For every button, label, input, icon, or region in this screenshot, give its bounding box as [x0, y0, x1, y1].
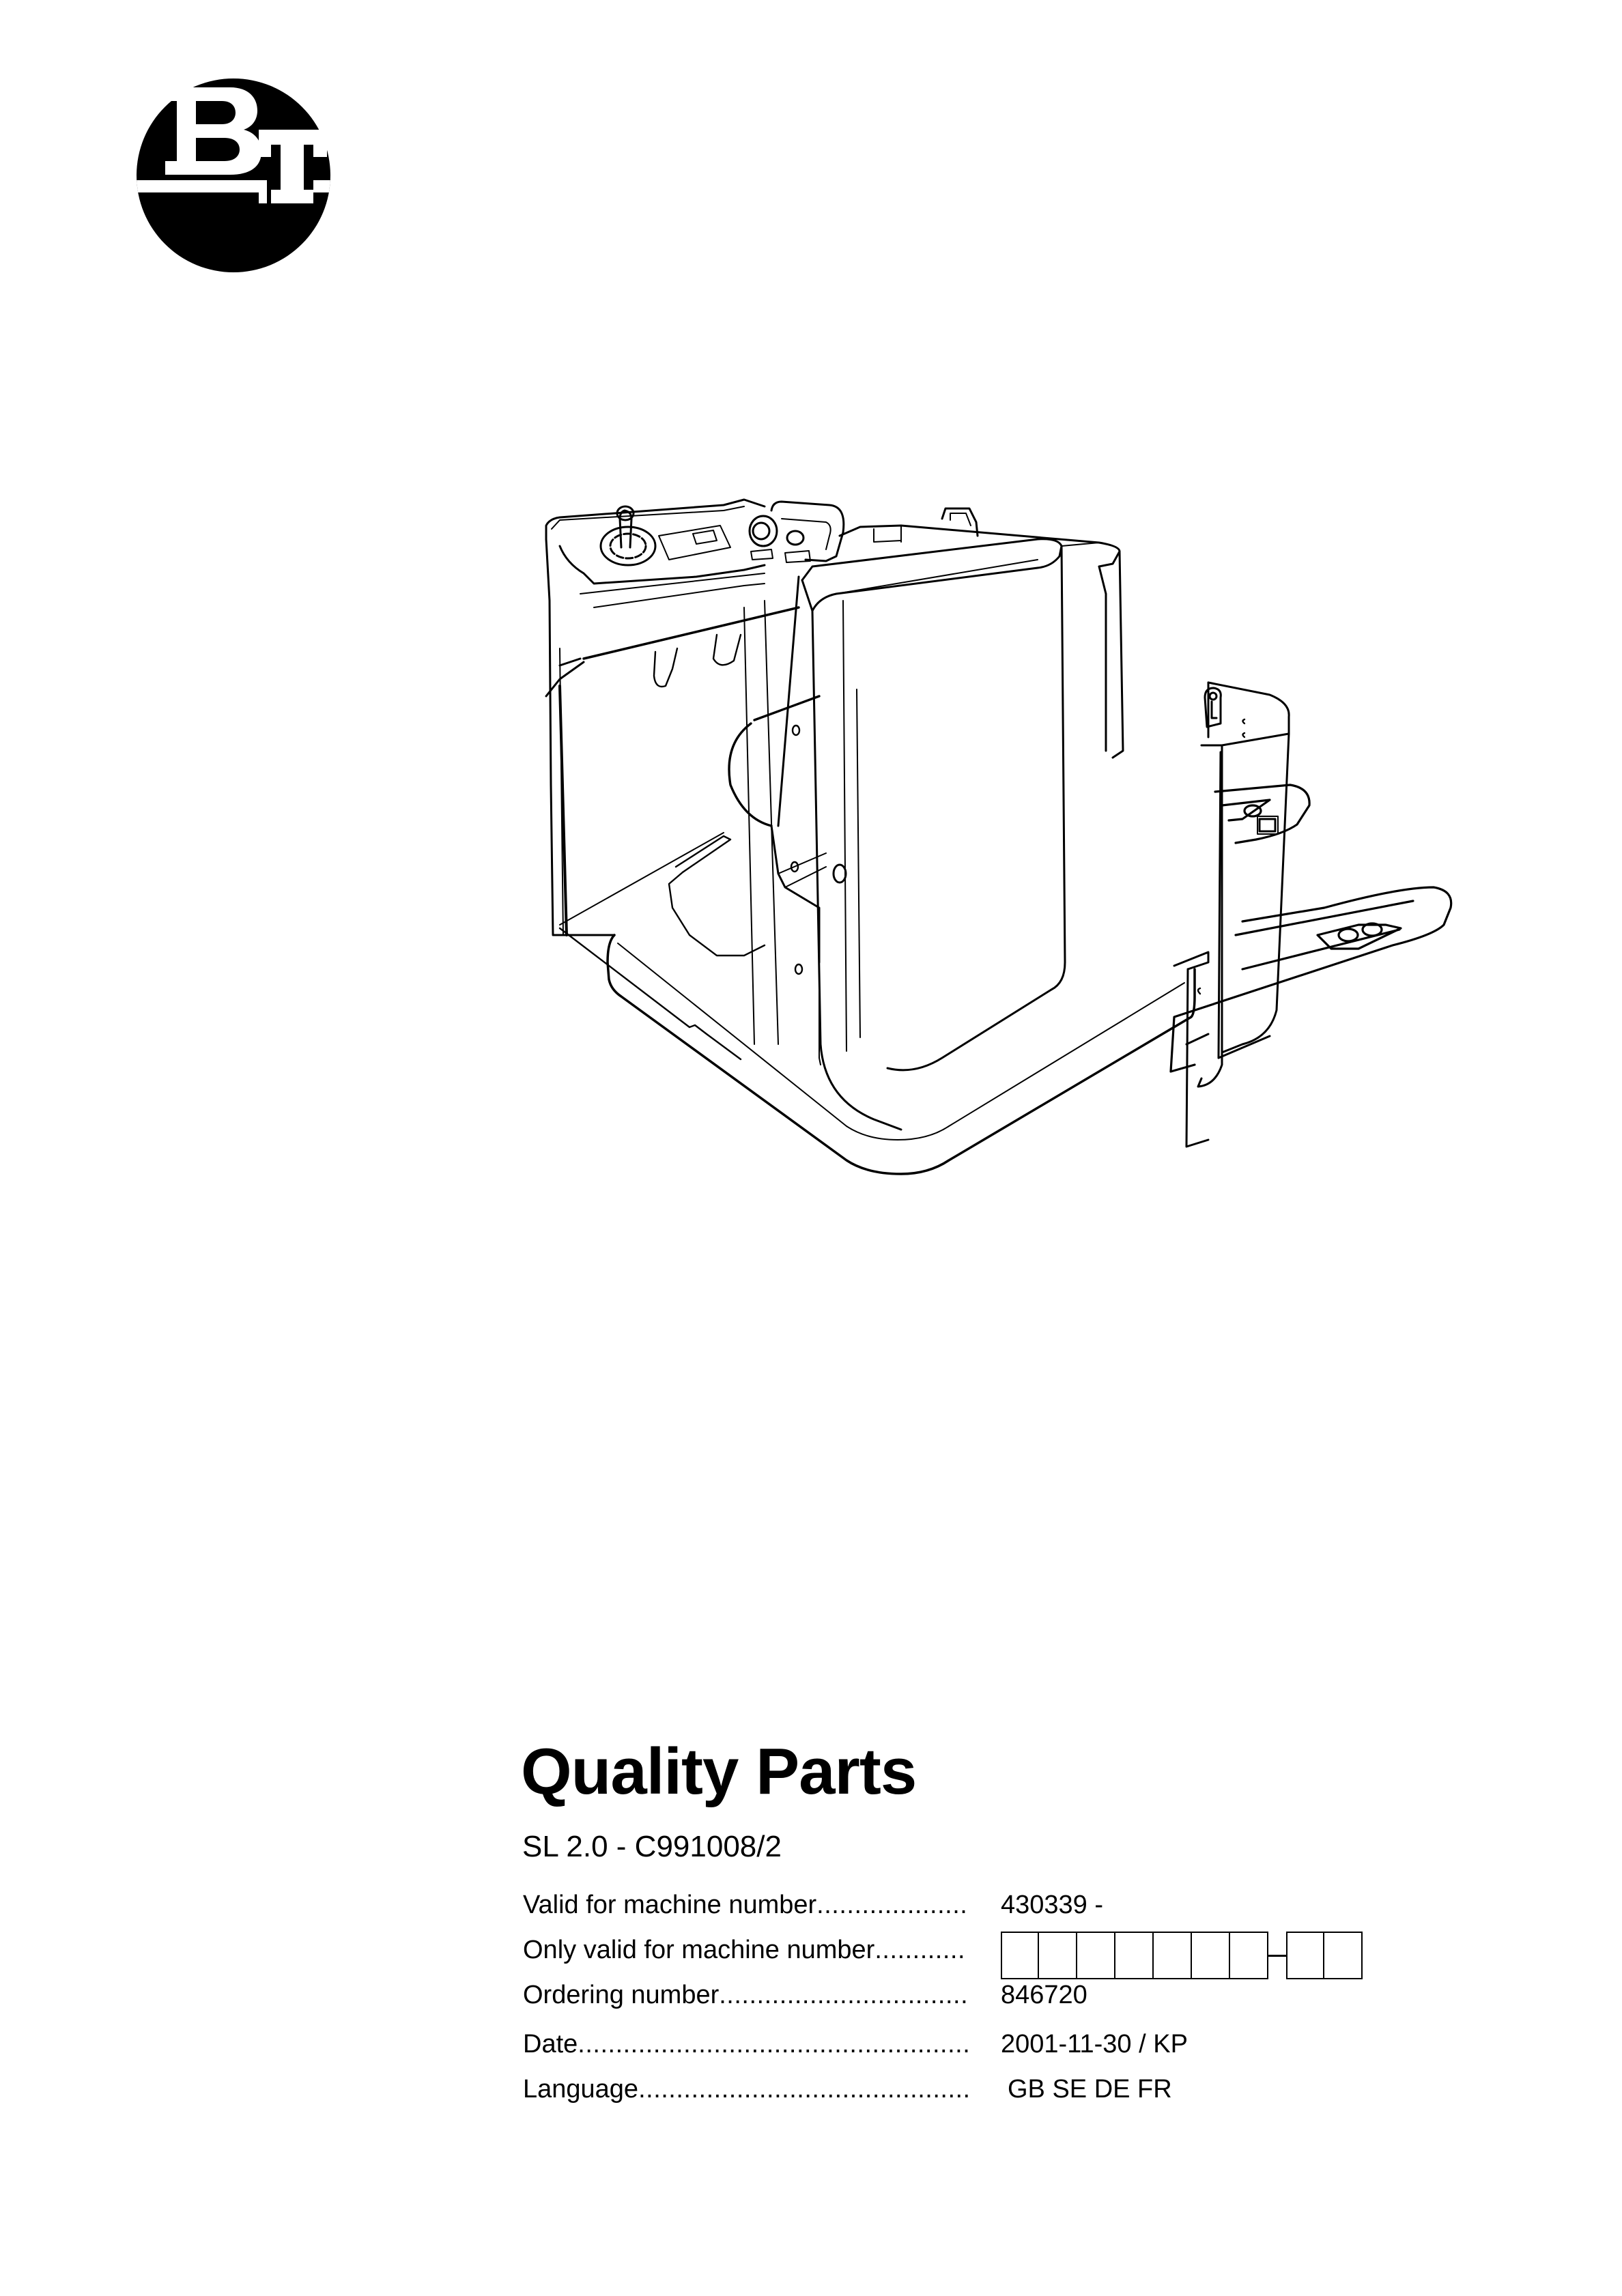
dot-leader: ........................................…: [578, 2030, 971, 2058]
machine-number-box: [1324, 1932, 1363, 1979]
info-label: Language: [523, 2075, 639, 2104]
info-value-date: 2001-11-30 / KP: [1001, 2030, 1188, 2058]
info-label: Date: [523, 2030, 578, 2058]
bt-logo-icon: [134, 76, 332, 274]
machine-number-boxes: [1001, 1932, 1363, 1981]
info-label: Ordering number: [523, 1981, 720, 2009]
forks: [1169, 784, 1453, 1073]
info-value-language: GB SE DE FR: [1008, 2075, 1172, 2104]
machine-number-box: [1001, 1932, 1039, 1979]
document-subtitle: SL 2.0 - C991008/2: [522, 1830, 782, 1863]
operator-cabin: [545, 498, 845, 1061]
info-row-date: Date....................................…: [523, 2028, 1410, 2073]
info-value-ordering-number: 846720: [1001, 1981, 1087, 2009]
info-label: Valid for machine number: [523, 1891, 817, 1919]
machine-number-box: [1077, 1932, 1115, 1979]
info-value-machine-number: 430339 -: [1001, 1891, 1104, 1919]
dot-leader: ........................................…: [638, 2075, 971, 2104]
rear-cabin-top: [838, 507, 1124, 759]
dot-leader: ....................: [816, 1891, 968, 1919]
machine-number-box: [1115, 1932, 1154, 1979]
battery-compartment: [1173, 681, 1290, 1148]
machine-number-box: [1286, 1932, 1324, 1979]
info-row-ordering-number: Ordering number.........................…: [523, 1979, 1410, 2024]
machine-number-box: [1154, 1932, 1192, 1979]
info-row-language: Language................................…: [523, 2073, 1410, 2119]
machine-number-box: [1039, 1932, 1077, 1979]
machine-number-dash: [1268, 1932, 1286, 1981]
dot-leader: ............: [874, 1936, 966, 1964]
info-row-valid-for-machine: Valid for machine number................…: [523, 1889, 1410, 1934]
pallet-truck-illustration: [519, 498, 1461, 1440]
machine-number-box: [1192, 1932, 1230, 1979]
front-cover: [777, 538, 1066, 1131]
machine-number-box: [1230, 1932, 1268, 1979]
document-title: Quality Parts: [521, 1735, 917, 1808]
info-label: Only valid for machine number: [523, 1936, 875, 1964]
info-row-only-valid-for-machine: Only valid for machine number...........…: [523, 1932, 1410, 1981]
document-info-table: Valid for machine number................…: [523, 1889, 1410, 2119]
dot-leader: .................................: [719, 1981, 969, 2009]
chassis-base: [606, 934, 1196, 1175]
